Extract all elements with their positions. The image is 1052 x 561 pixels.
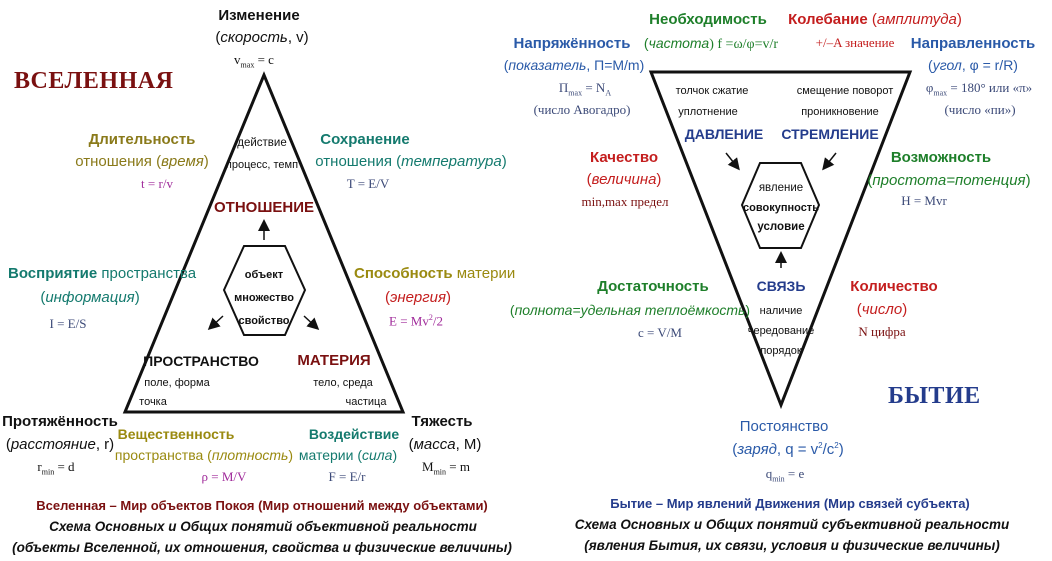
quantity-sub: (число) [856, 301, 908, 318]
perception-title: Восприятие пространства [8, 265, 197, 282]
extent-formula: rmin = d [37, 459, 75, 477]
substantiality-formula: ρ = M/V [201, 469, 247, 484]
extent-title: Протяжённость [2, 413, 118, 430]
extent-sub: (расстояние, r) [5, 436, 115, 453]
constancy-sub: (заряд, q = v2/c2) [732, 441, 844, 458]
possibility-sub: (простота=потенция) [867, 172, 1031, 189]
arrow-to-space [207, 315, 224, 331]
conservation-title: Сохранение [320, 131, 410, 148]
universe-hexagon [222, 245, 307, 336]
heaviness-title: Тяжесть [411, 413, 473, 430]
universe-caption-2: Схема Основных и Общих понятий объективн… [49, 519, 477, 534]
striving-node: СТРЕМЛЕНИЕ [781, 126, 879, 142]
substantiality-title: Вещественность [117, 426, 235, 442]
direction-sub: (угол, φ = r/R) [928, 57, 1018, 73]
ability-formula: E = Mv2/2 [389, 313, 443, 329]
sufficiency-title: Достаточность [597, 278, 709, 295]
tension-note: (число Авогадро) [533, 102, 631, 117]
conservation-sub: отношения (температура) [315, 153, 507, 170]
substantiality-sub: пространства (плотность) [114, 447, 294, 463]
being-hexagon [740, 162, 821, 249]
quantity-formula: N цифра [858, 324, 906, 339]
shift-turn-label: смещение поворот [796, 85, 894, 97]
arrow-to-matter [303, 315, 320, 331]
object-label: объект [244, 269, 284, 281]
conservation-formula: T = E/V [346, 176, 390, 191]
possibility-title: Возможность [890, 149, 992, 166]
perception-sub: (информация) [40, 289, 140, 306]
action-label: действие [237, 137, 287, 149]
arrow-from-pressure [725, 152, 740, 171]
quality-sub: (величина) [586, 171, 662, 188]
being-caption-1: Бытие – Мир явлений Движения (Мир связей… [610, 496, 970, 511]
universe-banner: ВСЕЛЕННАЯ [14, 68, 174, 94]
constancy-title: Постоянство [739, 418, 829, 435]
constancy-formula: qmin = e [765, 466, 805, 484]
possibility-formula: H = Mvr [901, 193, 947, 208]
universe-caption-3: (объекты Вселенной, их отношения, свойст… [12, 540, 512, 555]
property-label: свойство [238, 315, 290, 327]
change-sub: (скорость, v) [215, 29, 309, 46]
presence-label: наличие [759, 305, 803, 317]
heaviness-sub: (масса, M) [408, 436, 482, 453]
link-node: СВЯЗЬ [756, 278, 806, 294]
condition-label: условие [757, 221, 805, 233]
tension-sub: (показатель, П=M/m) [503, 57, 645, 73]
quality-formula: min,max предел [581, 194, 669, 209]
impact-sub: материи (сила) [298, 447, 398, 463]
tension-formula: Пmax = NA [558, 80, 612, 98]
arrow-from-striving [822, 152, 837, 171]
point-label: точка [139, 396, 167, 408]
sufficiency-sub: (полнота=удельная теплоёмкость) [509, 302, 751, 318]
direction-note: (число «пи») [944, 102, 1016, 117]
being-caption-3: (явления Бытия, их связи, условия и физи… [584, 538, 1000, 553]
direction-title: Направленность [910, 35, 1036, 52]
being-triangle [648, 70, 913, 410]
oscillation-title: Колебание (амплитуда) [788, 11, 962, 28]
necessity-title: Необходимость [649, 11, 767, 28]
push-compression-label: толчок сжатие [675, 85, 749, 97]
universe-triangle [122, 71, 406, 414]
universe-caption-1: Вселенная – Мир объектов Покоя (Мир отно… [36, 498, 488, 513]
change-formula: vmax = c [234, 52, 274, 70]
direction-formula: φmax = 180° или «π» [925, 80, 1033, 98]
impact-formula: F = E/r [328, 469, 366, 484]
duration-sub: отношения (время) [75, 153, 209, 170]
pressure-node: ДАВЛЕНИЕ [684, 126, 764, 142]
being-caption-2: Схема Основных и Общих понятий субъектив… [574, 517, 1010, 532]
duration-formula: t = r/v [141, 176, 173, 191]
impact-title: Воздействие [308, 426, 400, 442]
order-label: порядок [760, 345, 802, 357]
body-medium-label: тело, среда [313, 377, 373, 389]
necessity-sub: (частота) f =ω/φ=v/r [643, 35, 779, 52]
duration-title: Длительность [88, 131, 196, 148]
ability-title: Способность материи [354, 265, 516, 282]
perception-formula: I = E/S [49, 316, 87, 331]
penetration-label: проникновение [801, 106, 879, 118]
compaction-label: уплотнение [678, 106, 738, 118]
ability-sub: (энергия) [384, 289, 452, 306]
tension-title: Напряжённость [513, 35, 631, 52]
totality-label: совокупность [743, 202, 819, 214]
field-form-label: поле, форма [144, 377, 210, 389]
space-node: ПРОСТРАНСТВО [143, 353, 259, 369]
quality-title: Качество [589, 149, 659, 166]
relation-node: ОТНОШЕНИЕ [213, 199, 315, 216]
oscillation-sub: +/–A значение [815, 35, 895, 50]
alternation-label: чередование [747, 325, 815, 337]
quantity-title: Количество [850, 278, 938, 295]
phenomenon-label: явление [758, 182, 804, 194]
matter-node: МАТЕРИЯ [297, 352, 371, 369]
being-banner: БЫТИЕ [888, 383, 981, 409]
heaviness-formula: Mmin = m [422, 459, 470, 477]
set-label: множество [234, 292, 294, 304]
process-label: процесс, темп [225, 159, 299, 171]
change-title: Изменение [218, 7, 300, 24]
sufficiency-formula: c = V/M [638, 325, 682, 340]
particle-label: частица [345, 396, 387, 408]
